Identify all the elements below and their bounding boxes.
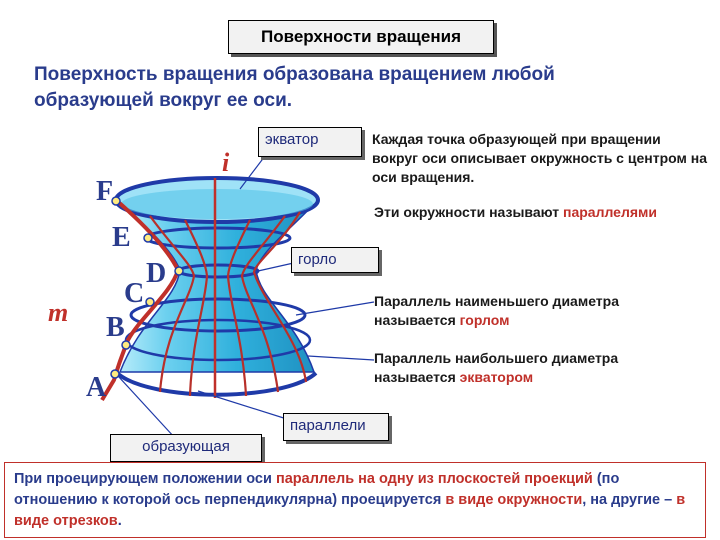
page-title-text: Поверхности вращения	[260, 27, 461, 46]
generatrix-label: образующая	[110, 434, 262, 462]
parallel-b	[129, 297, 307, 333]
generatrix-curve	[100, 198, 181, 402]
point-f-label: F	[96, 176, 114, 207]
generatrix-points	[110, 196, 184, 379]
axis-label: i	[222, 148, 230, 177]
intro-text: Поверхность вращения образована вращение…	[34, 64, 555, 111]
point-a-label: A	[86, 372, 107, 403]
point-e-label: E	[112, 222, 131, 253]
point-d-label: D	[146, 258, 167, 289]
note-circle: Каждая точка образующей при вращении вок…	[372, 131, 707, 185]
note-parallels: Эти окружности называют параллелями	[374, 204, 657, 220]
page-title: Поверхности вращения	[228, 20, 494, 54]
curve-label: m	[48, 298, 69, 327]
point-c-label: C	[124, 278, 145, 309]
meridians	[149, 211, 308, 397]
equator-rim	[115, 371, 318, 397]
note-equator: Параллель наибольшего диаметра называетс…	[374, 350, 619, 385]
bottom-note: При проецирующем положении оси параллель…	[4, 462, 706, 538]
equator-label: экватор	[258, 127, 362, 157]
note-throat: Параллель наименьшего диаметра называетс…	[374, 293, 619, 328]
parallels-label: параллели	[283, 413, 389, 441]
throat-label: горло	[291, 247, 379, 273]
point-b-label: B	[106, 312, 125, 343]
